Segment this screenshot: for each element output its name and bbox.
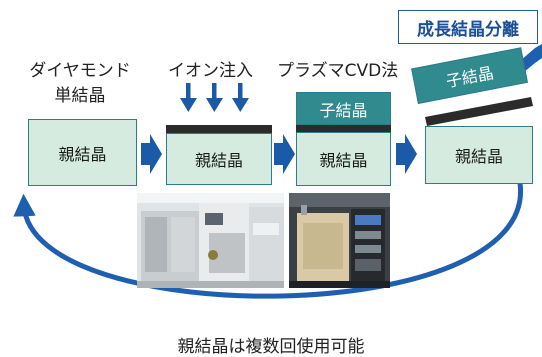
ion-implantation-label: イオン注入 [168,61,253,81]
reuse-caption: 親結晶は複数回使用可能 [177,337,365,357]
step-arrow-3 [396,134,417,174]
implanted-layer-3 [296,125,391,132]
plasma-cvd-photo [289,193,390,288]
diamond-label-line1: ダイヤモンド [29,61,131,81]
parent-crystal-box-3: 親結晶 [296,132,391,186]
implanted-layer-2 [166,125,272,133]
diamond-label-line2: 単結晶 [54,86,106,106]
separation-arrow [520,44,542,72]
ion-implanter-photo [137,193,284,288]
parent-crystal-box-1: 親結晶 [28,119,137,186]
child-crystal-box-3: 子結晶 [296,92,391,125]
reuse-cycle-arrow [13,182,523,299]
parent-crystal-box-4: 親結晶 [425,126,533,184]
step-arrow-1 [141,134,162,174]
implanted-layer-4 [425,97,533,126]
step-arrow-2 [274,134,295,174]
plasma-cvd-label: プラズマCVD法 [277,61,399,81]
separation-label: 成長結晶分離 [398,10,538,44]
parent-crystal-box-2: 親結晶 [166,133,272,185]
diamond-crystal-label: ダイヤモンド 単結晶 [16,56,144,106]
ion-arrows [180,83,249,112]
